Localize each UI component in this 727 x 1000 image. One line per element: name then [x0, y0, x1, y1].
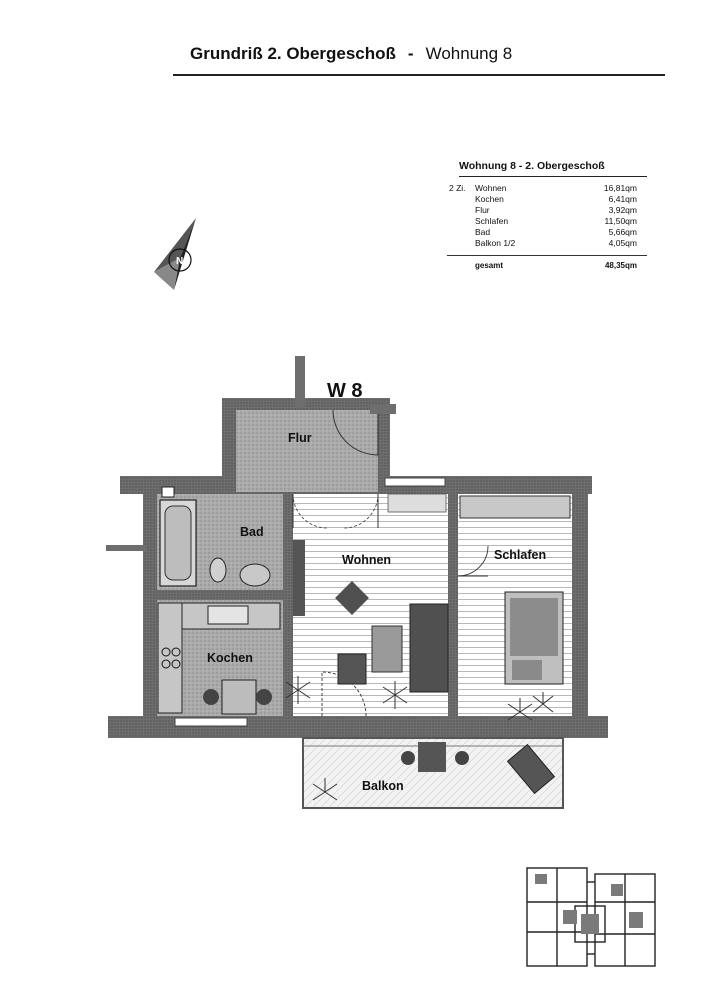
area-row-value: 4,05qm — [608, 238, 637, 248]
area-row-name: Balkon 1/2 — [475, 238, 516, 248]
area-row: 2 Zi. Wohnen 16,81qm — [447, 183, 647, 194]
balcony-table — [418, 742, 446, 772]
area-row-name: Bad — [475, 227, 491, 237]
kitchen-counter — [157, 602, 183, 714]
washbasin — [239, 563, 271, 587]
title-separator: - — [407, 44, 414, 63]
area-table: Wohnung 8 - 2. Obergeschoß 2 Zi. Wohnen … — [447, 160, 647, 273]
area-row: Flur 3,92qm — [447, 205, 647, 216]
toilet — [209, 557, 227, 583]
plant-icon — [285, 676, 554, 801]
area-total-label: gesamt — [475, 261, 504, 270]
page-title: Grundriß 2. Obergeschoß-Wohnung 8 — [190, 44, 512, 64]
area-row-name: Kochen — [475, 194, 504, 204]
area-row-value: 3,92qm — [608, 205, 637, 215]
area-row: Balkon 1/2 4,05qm — [447, 238, 647, 249]
area-total-value: 48,35qm — [604, 261, 637, 270]
sink — [207, 605, 249, 625]
label-wohnen: Wohnen — [342, 553, 392, 567]
area-table-heading: Wohnung 8 - 2. Obergeschoß — [459, 160, 647, 177]
coffee-table — [335, 581, 369, 615]
unit-label: W 8 — [327, 380, 363, 402]
lounger — [506, 743, 556, 795]
title-unit: Wohnung 8 — [425, 44, 513, 63]
area-table-rows: 2 Zi. Wohnen 16,81qm Kochen 6,41qm Flur … — [447, 177, 647, 256]
sofa — [409, 603, 449, 693]
svg-text:N: N — [176, 256, 183, 267]
area-row-value: 16,81qm — [603, 183, 637, 193]
area-row-name: Schlafen — [475, 216, 509, 226]
building-key-plan-icon — [526, 867, 656, 967]
area-total: gesamt 48,35qm — [447, 259, 647, 273]
area-row: Bad 5,66qm — [447, 227, 647, 238]
title-floor: Grundriß 2. Obergeschoß — [190, 44, 396, 63]
label-bad: Bad — [240, 525, 264, 539]
area-row-value: 6,41qm — [608, 194, 637, 204]
stove — [161, 647, 181, 669]
area-row: Schlafen 11,50qm — [447, 216, 647, 227]
bathtub — [159, 499, 197, 587]
label-balkon: Balkon — [362, 779, 404, 793]
label-flur: Flur — [288, 431, 312, 445]
wardrobe — [459, 495, 571, 519]
armchair — [337, 653, 367, 685]
area-row: Kochen 6,41qm — [447, 194, 647, 205]
shelf — [293, 540, 305, 616]
label-schlafen: Schlafen — [494, 548, 547, 562]
area-row-name: Flur — [475, 205, 490, 215]
area-row-value: 5,66qm — [608, 227, 637, 237]
rooms-count: 2 Zi. — [449, 183, 466, 193]
north-arrow-icon: N — [154, 218, 196, 290]
kitchen-table — [221, 679, 257, 715]
label-kochen: Kochen — [207, 651, 253, 665]
room-flur — [236, 410, 378, 492]
title-underline — [173, 74, 665, 76]
area-row-value: 11,50qm — [604, 216, 637, 226]
area-row-name: Wohnen — [475, 183, 507, 193]
